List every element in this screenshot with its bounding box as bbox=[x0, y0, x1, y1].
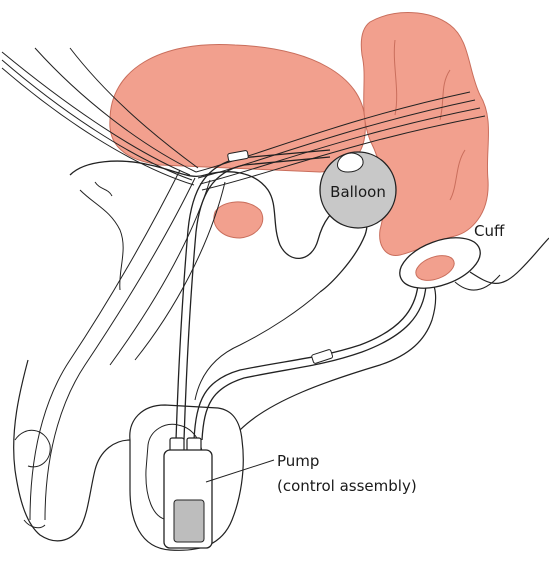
glans bbox=[15, 430, 50, 467]
pubic-bone-detail bbox=[95, 182, 112, 196]
pump-label: Pump bbox=[277, 452, 319, 470]
urethra bbox=[30, 170, 180, 520]
tubing-balloon bbox=[184, 157, 330, 440]
tubing-balloon bbox=[176, 150, 330, 440]
cuff-tail bbox=[470, 238, 549, 283]
glans-tip bbox=[24, 520, 45, 528]
cuff-label: Cuff bbox=[474, 222, 505, 240]
pump-leader-line bbox=[206, 460, 274, 482]
prostate bbox=[214, 202, 263, 238]
pump-window bbox=[174, 500, 204, 542]
pump-label-sub: (control assembly) bbox=[277, 477, 417, 495]
pubic-bone-inner bbox=[80, 190, 123, 290]
balloon-label: Balloon bbox=[330, 183, 386, 201]
tubing-cuff bbox=[194, 285, 418, 440]
body-contour bbox=[240, 280, 436, 430]
